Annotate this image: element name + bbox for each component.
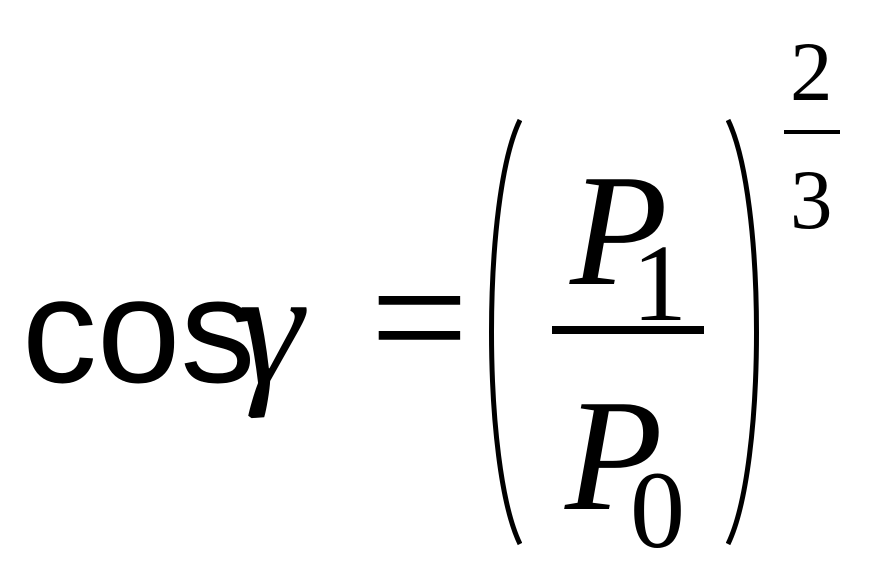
denominator-symbol: P — [565, 366, 663, 544]
left-parenthesis — [489, 118, 522, 546]
equals-sign: = — [370, 220, 469, 414]
exponent-fraction-bar — [784, 130, 840, 134]
numerator-subscript: 1 — [632, 222, 687, 344]
exponent-numerator: 2 — [790, 25, 833, 119]
variable-gamma: γ — [238, 236, 304, 419]
denominator-subscript: 0 — [630, 449, 685, 571]
fraction-bar — [552, 326, 704, 334]
right-parenthesis — [726, 118, 759, 546]
numerator-symbol: P — [570, 141, 668, 319]
exponent-denominator: 3 — [790, 153, 833, 247]
function-name: cos — [22, 246, 256, 414]
